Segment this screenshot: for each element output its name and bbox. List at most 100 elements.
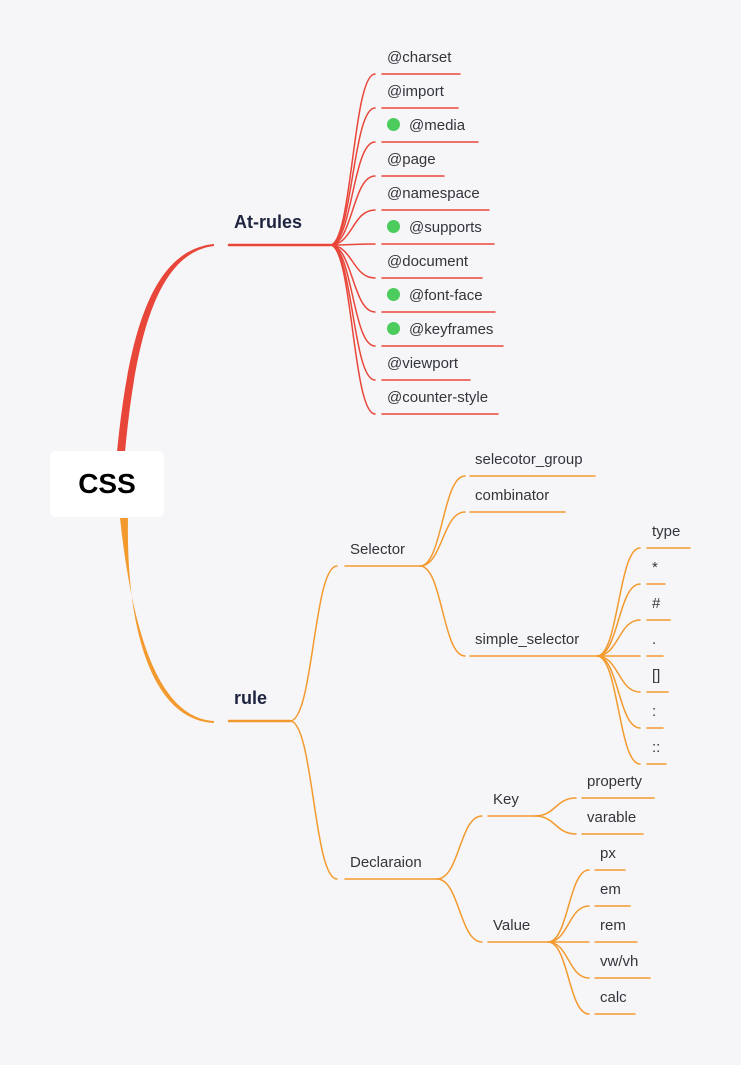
connector-at-rule xyxy=(329,141,376,246)
connector-simple-item xyxy=(596,547,641,657)
branch-connector-rule xyxy=(120,518,214,723)
connector-at-rule xyxy=(329,244,376,381)
at-rule-item[interactable]: @import xyxy=(387,83,444,101)
connector-simple-item xyxy=(596,619,641,657)
status-dot-icon xyxy=(387,322,400,335)
connector-selector xyxy=(289,565,338,722)
selector-node-text: Selector xyxy=(350,541,406,558)
simple-selector-item[interactable]: :: xyxy=(652,739,660,757)
combinator-node[interactable]: combinator xyxy=(475,487,549,505)
root-node[interactable]: CSS xyxy=(50,451,164,517)
simple-selector-item-text: # xyxy=(652,595,661,612)
at-rule-item[interactable]: @namespace xyxy=(387,185,480,203)
branch-connector-at-rules xyxy=(117,244,214,452)
at-rule-item[interactable]: @media xyxy=(387,117,465,135)
combinator-node-text: combinator xyxy=(475,487,550,504)
simple-selector-item-text: * xyxy=(652,559,658,576)
at-rule-item-text: @charset xyxy=(387,49,452,66)
connector-combinator xyxy=(419,511,466,567)
simple-selector-item-text: type xyxy=(652,523,681,540)
at-rule-item[interactable]: @charset xyxy=(387,49,451,67)
simple-selector-item-text: . xyxy=(652,631,657,648)
connector-group xyxy=(419,475,466,567)
declaration-node-text: Declaraion xyxy=(350,854,422,871)
connector-key-item xyxy=(534,815,577,835)
connector-at-rule xyxy=(329,244,376,313)
simple-selector-item[interactable]: . xyxy=(652,631,656,649)
connector-simple-item xyxy=(596,583,641,657)
value-item[interactable]: px xyxy=(600,845,616,863)
at-rule-item[interactable]: @supports xyxy=(387,219,482,237)
at-rule-item-text: @supports xyxy=(409,219,482,236)
connector-value-item xyxy=(547,941,590,979)
key-item-text: property xyxy=(587,773,643,790)
value-item[interactable]: vw/vh xyxy=(600,953,638,971)
connector-at-rule xyxy=(329,107,376,246)
branch-at-rules[interactable]: At-rules xyxy=(234,213,302,231)
at-rule-item-text: @page xyxy=(387,151,436,168)
key-item[interactable]: varable xyxy=(587,809,636,827)
key-node-text: Key xyxy=(493,791,519,808)
selector-node[interactable]: Selector xyxy=(350,541,405,559)
at-rule-item[interactable]: @keyframes xyxy=(387,321,493,339)
connector-value-item xyxy=(547,905,590,943)
value-item-text: em xyxy=(600,881,621,898)
value-item[interactable]: em xyxy=(600,881,621,899)
connector-at-rule xyxy=(329,73,376,246)
simple-selector-node-text: simple_selector xyxy=(475,631,580,648)
at-rule-item-text: @viewport xyxy=(387,355,459,372)
selector-group-node[interactable]: selecotor_group xyxy=(475,451,583,469)
at-rule-item-text: @font-face xyxy=(409,287,483,304)
connector-value xyxy=(436,878,483,943)
declaration-node[interactable]: Declaraion xyxy=(350,854,422,872)
connector-key xyxy=(436,815,483,880)
selector-group-node-text: selecotor_group xyxy=(475,451,583,468)
status-dot-icon xyxy=(387,118,400,131)
at-rule-item[interactable]: @document xyxy=(387,253,468,271)
key-item[interactable]: property xyxy=(587,773,642,791)
at-rule-item[interactable]: @viewport xyxy=(387,355,458,373)
connector-simple-item xyxy=(596,655,641,729)
simple-selector-item[interactable]: type xyxy=(652,523,680,541)
connector-key-item xyxy=(534,797,577,817)
key-item-text: varable xyxy=(587,809,637,826)
at-rule-item-text: @import xyxy=(387,83,444,100)
branch-rule-text: rule xyxy=(234,688,268,708)
connector-simple-item xyxy=(596,655,641,765)
value-item[interactable]: rem xyxy=(600,917,626,935)
simple-selector-item[interactable]: * xyxy=(652,559,658,577)
simple-selector-item-text: [] xyxy=(652,667,661,684)
simple-selector-node[interactable]: simple_selector xyxy=(475,631,579,649)
value-item-text: px xyxy=(600,845,616,862)
value-item-text: vw/vh xyxy=(600,953,639,970)
value-item[interactable]: calc xyxy=(600,989,627,1007)
at-rule-item-text: @keyframes xyxy=(409,321,494,338)
value-node-text: Value xyxy=(493,917,531,934)
connector-at-rule xyxy=(329,175,376,246)
branch-rule[interactable]: rule xyxy=(234,689,267,707)
connector-simple xyxy=(419,565,466,657)
at-rule-item-text: @document xyxy=(387,253,469,270)
at-rule-item[interactable]: @counter-style xyxy=(387,389,488,407)
at-rule-item[interactable]: @page xyxy=(387,151,436,169)
at-rule-item-text: @media xyxy=(409,117,466,134)
at-rule-item-text: @counter-style xyxy=(387,389,489,406)
key-node[interactable]: Key xyxy=(493,791,519,809)
simple-selector-item[interactable]: [] xyxy=(652,667,660,685)
status-dot-icon xyxy=(387,288,400,301)
status-dot-icon xyxy=(387,220,400,233)
simple-selector-item-text: :: xyxy=(652,739,661,756)
simple-selector-item[interactable]: : xyxy=(652,703,656,721)
value-item-text: rem xyxy=(600,917,626,934)
value-node[interactable]: Value xyxy=(493,917,530,935)
connector-declaration xyxy=(289,720,338,880)
connector-at-rule xyxy=(329,209,376,246)
connector-value-item xyxy=(547,869,590,943)
root-label: CSS xyxy=(78,468,136,499)
connector-simple-item xyxy=(596,655,641,693)
value-item-text: calc xyxy=(600,989,627,1006)
simple-selector-item[interactable]: # xyxy=(652,595,660,613)
at-rule-item[interactable]: @font-face xyxy=(387,287,483,305)
connector-value-item xyxy=(547,941,590,1015)
